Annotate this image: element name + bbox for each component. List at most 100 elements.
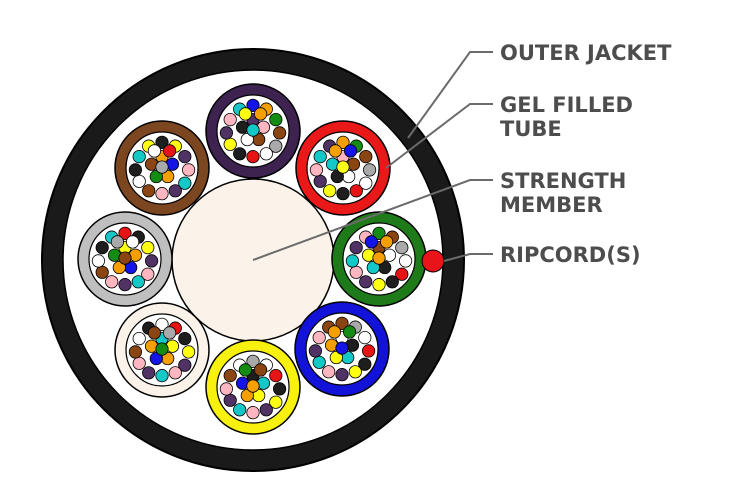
tube-yellow [205, 339, 301, 435]
fiber [335, 316, 349, 330]
fiber [395, 241, 409, 255]
fiber [223, 113, 237, 127]
fiber [336, 187, 350, 201]
fiber [349, 265, 363, 279]
fiber [358, 330, 372, 345]
fiber [372, 226, 386, 240]
fiber [364, 235, 378, 249]
fiber [95, 241, 109, 255]
fiber [362, 163, 377, 177]
fiber [395, 267, 409, 281]
fiber [132, 331, 146, 346]
gel-filled-tube-leader [385, 103, 493, 169]
fiber [313, 174, 327, 188]
tube-blue [294, 301, 390, 397]
fiber [178, 358, 192, 372]
fiber [178, 150, 192, 164]
fiber [155, 135, 169, 149]
fiber [348, 365, 362, 379]
fiber [385, 275, 399, 289]
fiber [379, 235, 394, 249]
fiber [335, 368, 349, 382]
fiber [259, 403, 273, 417]
fiber [336, 135, 350, 149]
fiber [223, 393, 237, 407]
fiber [223, 137, 237, 151]
fiber [345, 254, 359, 268]
fiber [246, 354, 260, 368]
fiber [323, 184, 337, 198]
fiber [178, 331, 192, 346]
fiber [246, 406, 260, 420]
fiber [132, 356, 146, 370]
fiber [219, 126, 233, 140]
fiber [361, 344, 376, 358]
outer-jacket-label: OUTER JACKET [500, 41, 672, 65]
tube-violet [205, 83, 301, 179]
tube-green [331, 211, 427, 307]
fiber [155, 187, 169, 201]
fiber [359, 150, 373, 164]
strength-member-label: STRENGTH MEMBER [500, 169, 634, 217]
fiber [246, 123, 260, 137]
fiber [259, 147, 273, 161]
fiber [309, 163, 323, 177]
fiber [223, 368, 237, 383]
fiber [269, 113, 283, 127]
fiber [163, 144, 177, 158]
fiber [359, 176, 373, 190]
fiber [118, 251, 132, 265]
fiber [269, 395, 283, 409]
strength-member-leader [252, 179, 493, 261]
fiber [336, 160, 350, 174]
fiber [308, 344, 322, 358]
fiber [168, 184, 182, 198]
tube-brown [114, 120, 210, 216]
fiber [126, 235, 140, 249]
fiber [91, 254, 106, 268]
fiber [272, 382, 287, 396]
fiber [132, 150, 146, 164]
fiber [233, 147, 247, 161]
fiber [312, 330, 326, 345]
fiber [95, 265, 109, 279]
fiber [246, 150, 260, 164]
fiber [118, 226, 132, 240]
fiber [238, 107, 252, 121]
tube-slate [77, 211, 173, 307]
ripcord-label: RIPCORD(S) [500, 243, 641, 267]
fiber [182, 163, 196, 177]
fiber [327, 325, 341, 339]
leader-lines [252, 51, 493, 262]
fiber [182, 345, 196, 359]
ripcord [421, 249, 445, 273]
outer-jacket-leader [407, 51, 493, 139]
fiber [110, 235, 125, 249]
gel-filled-tube-label: GEL FILLED TUBE [500, 93, 640, 141]
fiber [349, 241, 363, 255]
fiber [335, 341, 349, 355]
fiber [328, 144, 342, 158]
tube-white [114, 302, 210, 398]
tube-red [295, 120, 391, 216]
gel-filled-tubes [77, 83, 427, 435]
fiber [272, 126, 287, 140]
fiber [168, 366, 182, 380]
fiber [155, 342, 169, 356]
fiber [141, 241, 155, 255]
fiber [219, 382, 233, 396]
fiber [254, 107, 268, 121]
fiber [145, 254, 159, 268]
fiber [349, 184, 363, 198]
fiber [128, 345, 142, 359]
fiber [269, 368, 283, 383]
fiber [358, 357, 372, 371]
fiber [322, 365, 336, 379]
fiber [246, 98, 260, 112]
fiber [254, 363, 268, 377]
fiber [312, 355, 326, 369]
fiber [147, 144, 161, 158]
fiber [147, 326, 161, 340]
fiber [398, 254, 413, 268]
